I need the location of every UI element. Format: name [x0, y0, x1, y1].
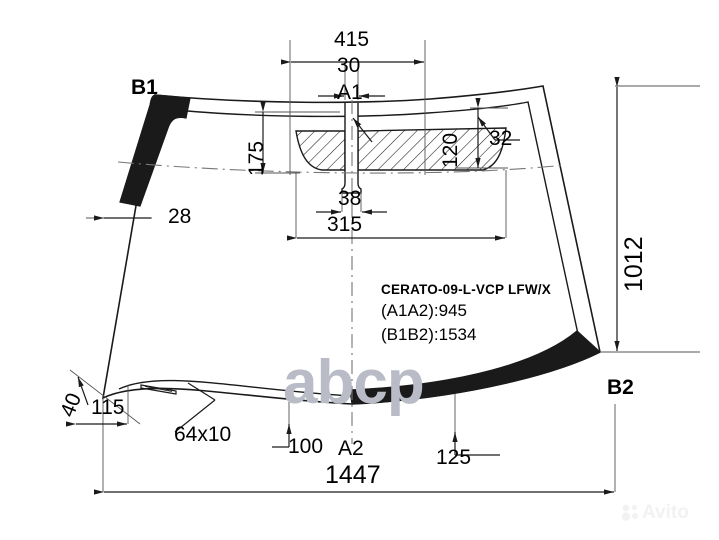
- dim-1447: 1447: [325, 461, 381, 489]
- watermark-abcp: abcp: [283, 348, 425, 417]
- spec-a1a2: (A1A2):945: [381, 301, 467, 320]
- label-a1: A1: [337, 81, 363, 104]
- centerline-horizontal: [117, 161, 566, 174]
- label-a2: A2: [338, 437, 364, 460]
- dim-30: 30: [337, 54, 361, 77]
- corner-label-b1: B1: [131, 76, 158, 99]
- dim-28: 28: [168, 205, 192, 228]
- dim-115: 115: [91, 396, 125, 419]
- avito-logo-text: Avito: [642, 502, 689, 523]
- part-code: CERATO-09-L-VCP LFW/X: [381, 282, 551, 297]
- dim-38: 38: [338, 187, 362, 210]
- dim-32: 32: [489, 127, 513, 150]
- dim-415: 415: [334, 28, 370, 51]
- dim-125: 125: [436, 446, 472, 469]
- slot-marker-64x10: [140, 384, 177, 395]
- watermark-avito: Avito: [622, 503, 689, 522]
- dim-100: 100: [288, 435, 324, 458]
- dim-64x10: 64x10: [174, 423, 232, 446]
- dimension-lines: [66, 59, 620, 495]
- corner-label-b2: B2: [607, 376, 634, 399]
- band-upper-left: [119, 94, 191, 207]
- dim-315: 315: [327, 213, 363, 236]
- dim-1012: 1012: [620, 236, 648, 292]
- dim-120: 120: [439, 132, 462, 168]
- band-lower-right: [349, 330, 602, 405]
- avito-logo-icon: [622, 504, 638, 521]
- spec-b1b2: (B1B2):1534: [381, 325, 477, 344]
- dim-175: 175: [245, 140, 268, 176]
- extension-lines: [69, 40, 700, 492]
